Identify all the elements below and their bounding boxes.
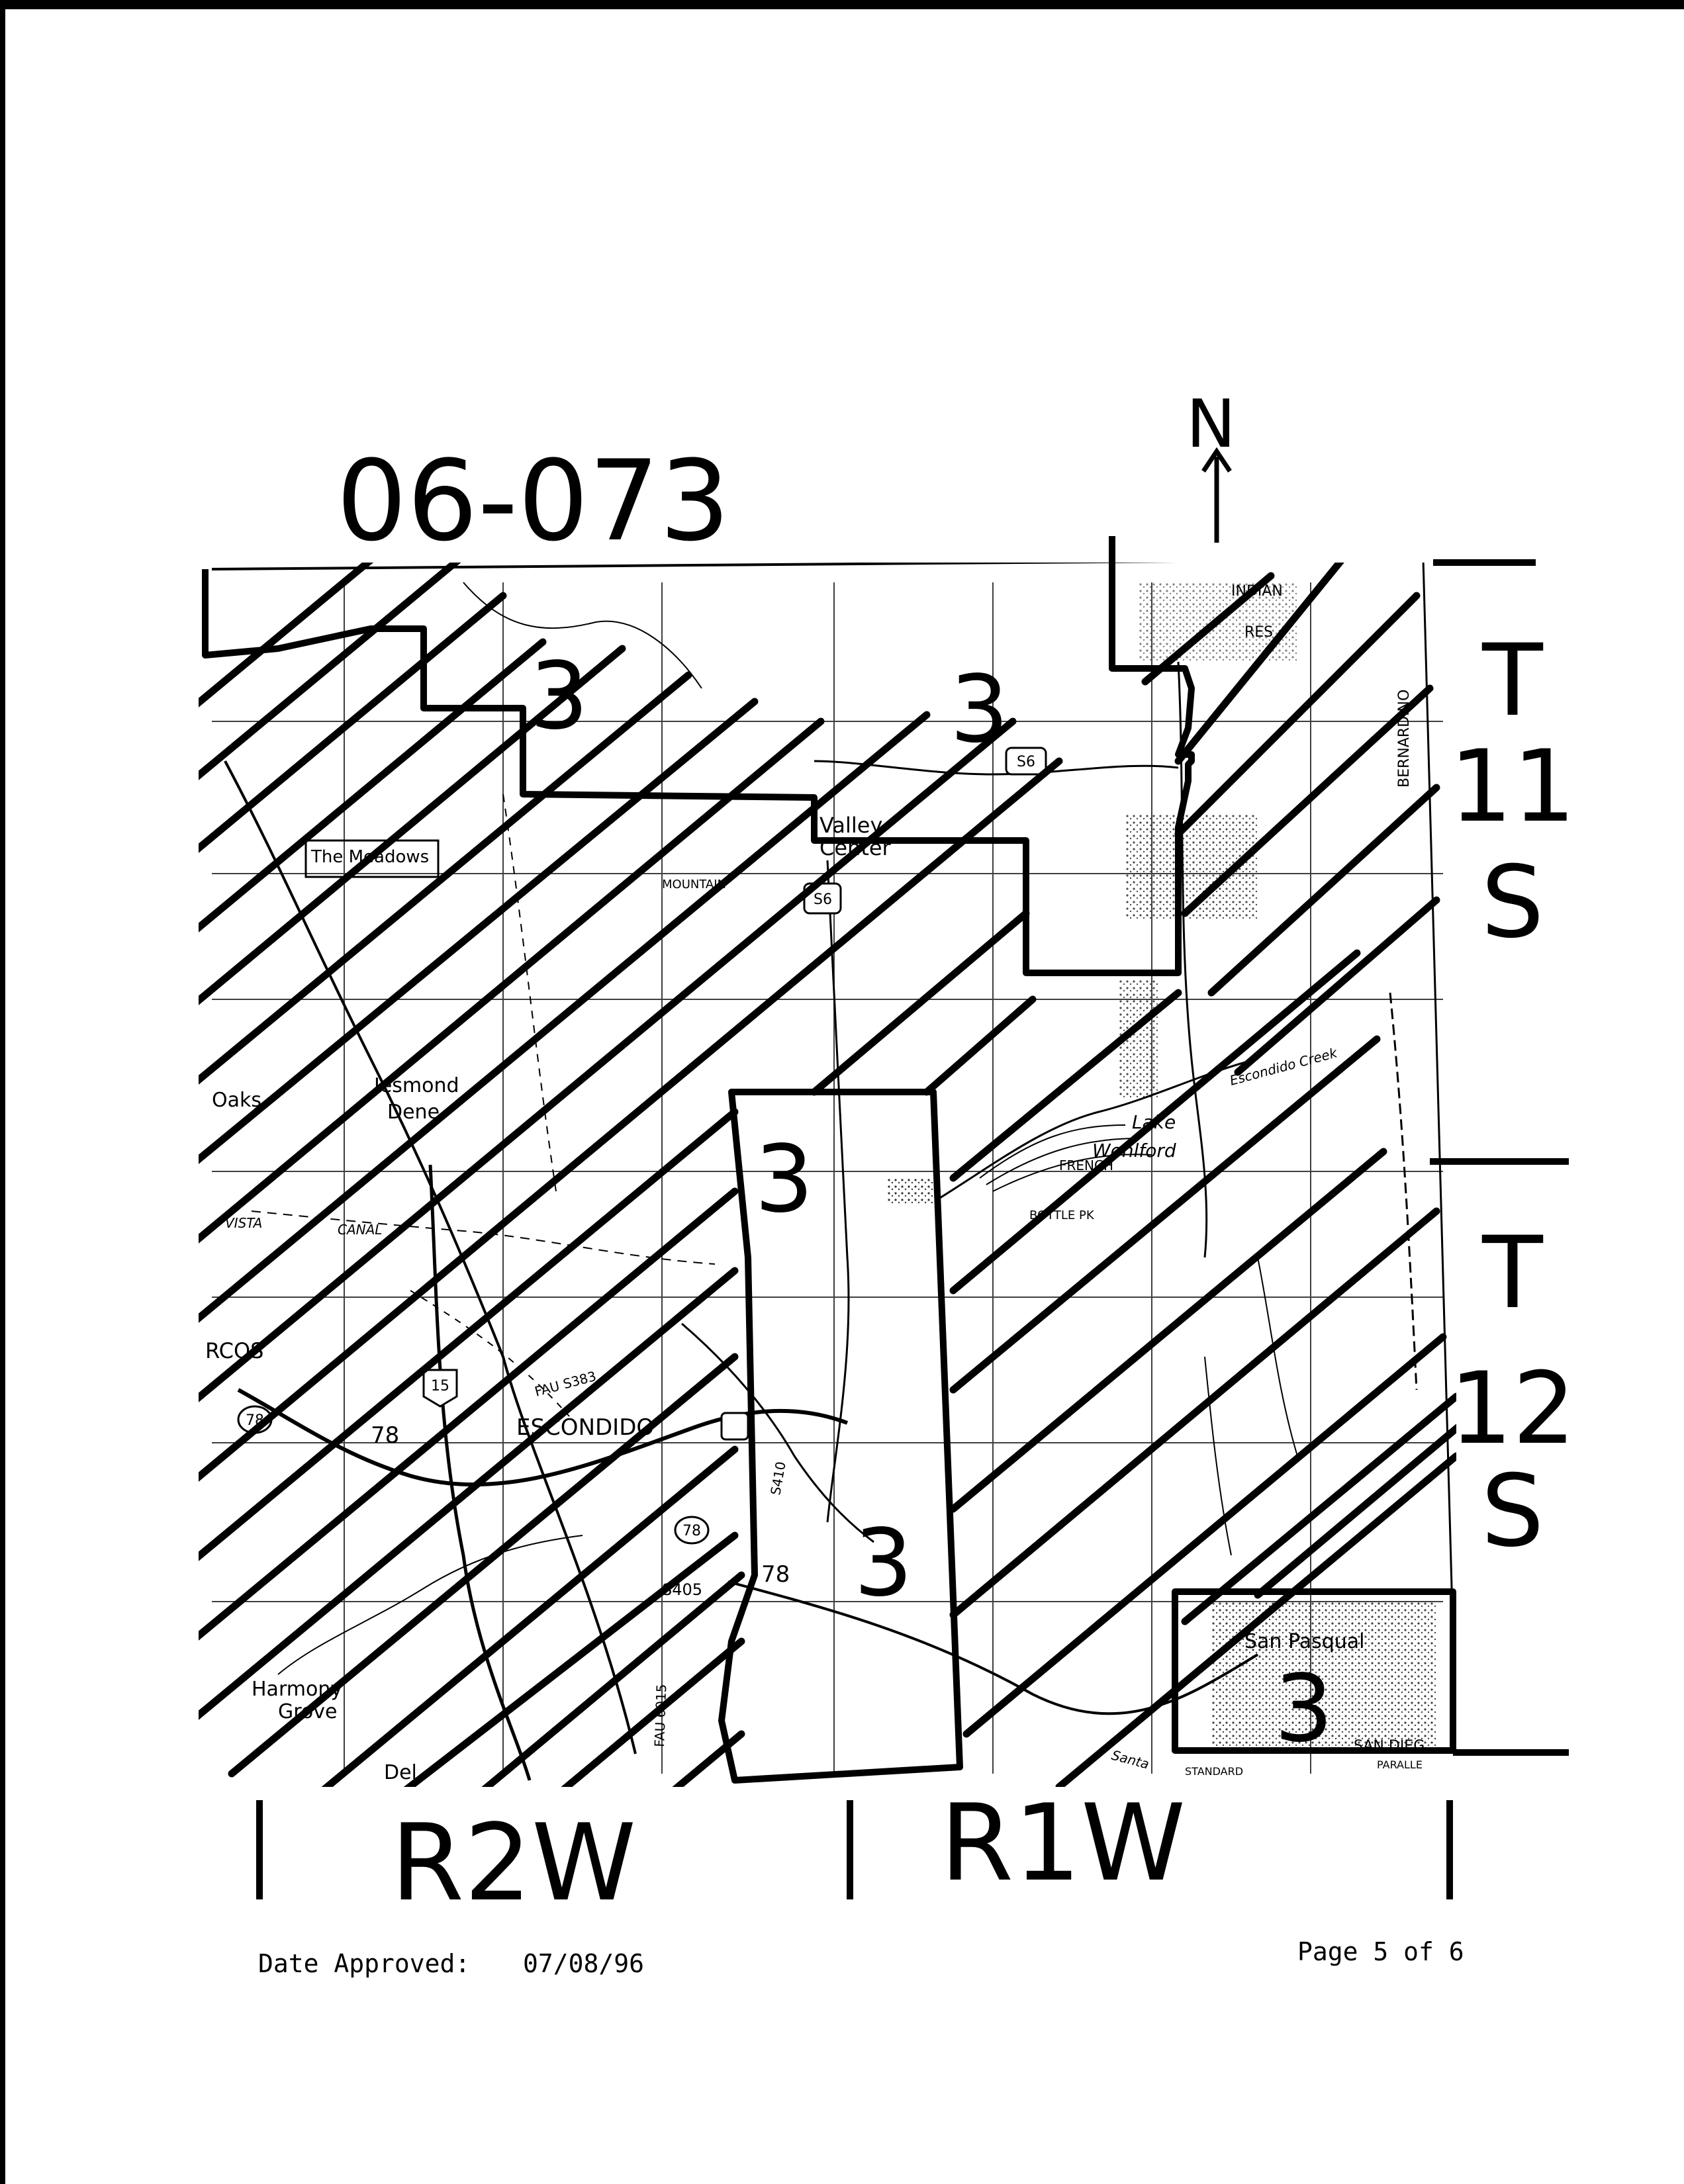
route-s6-label: S6 <box>1017 754 1035 770</box>
place-oaks: Oaks <box>212 1089 261 1112</box>
place-santa: Santa <box>1110 1747 1151 1772</box>
route-78-label: 78 <box>761 1561 790 1588</box>
township-t-lower: T <box>1481 1216 1544 1331</box>
footer: Date Approved: 07/08/96 Page 5 of 6 <box>258 1937 1464 1978</box>
place-res: RES <box>1244 624 1273 641</box>
zone-label: 3 <box>530 643 588 751</box>
place-del: Del <box>384 1761 417 1784</box>
zone-label: 3 <box>755 1126 814 1234</box>
place-standard: STANDARD <box>1185 1765 1243 1778</box>
scan-top-border <box>0 0 1684 9</box>
place-vista: VISTA <box>225 1215 262 1231</box>
base-map: S6 S6 78 78 15 78 78 S405 S410 FAU 6015 … <box>199 563 1456 1787</box>
route-78-label: 78 <box>682 1523 701 1539</box>
date-approved-label: Date Approved: <box>258 1949 470 1978</box>
sheet-number: 06-073 <box>336 436 730 566</box>
route-78-label: 78 <box>371 1422 399 1449</box>
zone-boundaries <box>202 536 1569 1784</box>
hatch-lines <box>199 563 1456 1787</box>
township-number-lower: 12 <box>1450 1351 1576 1467</box>
range-r2w: R2W <box>391 1801 636 1925</box>
place-san-pasqual: San Pasqual <box>1244 1630 1365 1653</box>
place-dene: Dene <box>387 1101 440 1124</box>
north-arrow: N <box>1186 385 1236 543</box>
place-parallel: PARALLE <box>1377 1758 1423 1771</box>
zone-label: 3 <box>1274 1655 1333 1763</box>
zone-label: 3 <box>854 1510 913 1617</box>
zone-label: 3 <box>950 656 1009 764</box>
township-number-upper: 11 <box>1450 729 1576 844</box>
date-approved-value: 07/08/96 <box>523 1949 644 1978</box>
place-mountain: MOUNTAIN <box>662 878 726 891</box>
route-s410-label: S410 <box>767 1461 788 1496</box>
township-t-upper: T <box>1481 623 1544 739</box>
place-canal: CANAL <box>338 1222 382 1238</box>
route-i15-label: 15 <box>431 1378 449 1394</box>
north-label: N <box>1186 385 1236 463</box>
range-r1w: R1W <box>940 1781 1186 1905</box>
page-indicator: Page 5 of 6 <box>1297 1937 1464 1966</box>
township-s-upper: S <box>1481 845 1544 960</box>
route-s6-label: S6 <box>814 891 832 908</box>
range-labels: R2W R1W <box>256 1781 1453 1925</box>
township-s-lower: S <box>1481 1454 1544 1569</box>
scan-left-border <box>0 0 5 2184</box>
